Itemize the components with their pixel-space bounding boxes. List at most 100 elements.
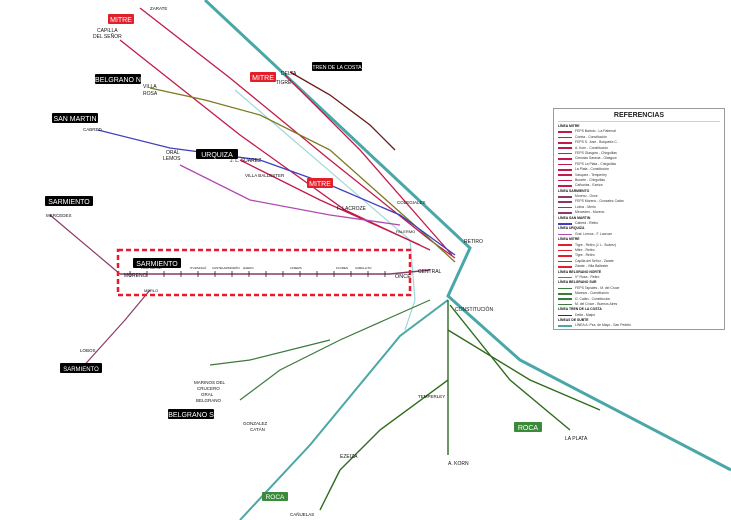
legend-section-header: LÍNEA BELGRANO NORTE: [558, 270, 720, 275]
legend-item-label: Zárate - Villa Ballester: [575, 264, 609, 269]
legend-swatch: [558, 169, 572, 171]
legend-item-label: Mitre - Retiro: [575, 247, 595, 252]
legend-item-label: Tigre - Retiro: [575, 253, 595, 258]
legend-item-label: Capilla del Señor - Zárate: [575, 258, 614, 263]
sarmiento-badge-3: SARMIENTO: [60, 363, 102, 373]
legend-item-label: Burarte - Chirguillas: [575, 177, 605, 182]
station-liniers: LINIERS: [290, 266, 302, 270]
belgrano-s-badge: BELGRANO S: [168, 409, 214, 419]
station-jl-suarez: J. L. SUAREZ: [230, 158, 261, 164]
legend-item-label: A. Korn - Constitución: [575, 145, 608, 150]
legend-section-header: LÍNEA MITRE: [558, 237, 720, 242]
legend-swatch: [558, 255, 572, 257]
roca-badge-1: ROCA: [514, 422, 542, 432]
legend-item: LÍNEA B: L. N. Alem - Juan M. de Rosas: [558, 329, 720, 330]
legend-item: Zárate - Villa Ballester: [558, 264, 720, 269]
legend-item-label: LÍNEA A: Pza. de Mayo - San Pedrito: [575, 323, 631, 328]
station-villa-rosa-2: ROSA: [143, 91, 158, 97]
legend-swatch: [558, 303, 572, 306]
legend-item: Delta - Maipú: [558, 313, 720, 318]
station-gonzalez-catan: GONZALEZ: [243, 421, 268, 426]
mitre-badge-3-text: MITRE: [309, 181, 331, 188]
legend-swatch: [558, 314, 572, 317]
station-constitucion: CONSTITUCIÓN: [455, 306, 493, 313]
legend-item: Lobos - Merlo: [558, 205, 720, 210]
legend-item-label: LÍNEAS DE SUBTE: [558, 318, 589, 323]
sarmiento-lobos-branch: [79, 289, 151, 371]
mitre-badge-2-text: MITRE: [252, 75, 274, 82]
legend-section-header: LÍNEAS DE SUBTE: [558, 318, 720, 323]
mitre-badge-3: MITRE: [307, 178, 333, 188]
legend-item-label: Cañuelas - Ezeiza: [575, 183, 603, 188]
legend-item-label: Cabred - Retiro: [575, 221, 599, 226]
legend-item-label: LÍNEA BELGRANO SUR: [558, 280, 597, 285]
sarmiento-station-ticks: [129, 271, 386, 277]
legend-item-label: Delta - Maipú: [575, 312, 596, 317]
san-martin-badge: SAN MARTIN: [52, 113, 98, 123]
legend-item: Capilla del Señor - Zárate: [558, 259, 720, 264]
legend-item: Burarte - Chirguillas: [558, 178, 720, 183]
legend-item-label: Lobos - Merlo: [575, 204, 596, 209]
legend-item-label: M. del Cruce - Buenos Aires: [575, 301, 618, 306]
roca-line-group: [319, 300, 601, 511]
av-general-paz-line: [234, 89, 416, 331]
legend-item-label: Vásquez - Temperley: [575, 172, 607, 177]
legend-item: FEPS Moreno - Gonzalez Catán: [558, 199, 720, 204]
tren-costa-line: [289, 71, 396, 151]
legend-item-label: Coreta - Constitución: [575, 134, 607, 139]
legend-swatch: [558, 298, 572, 300]
station-marinos: MARINOS DEL: [194, 380, 226, 385]
legend-item-label: FEPS Tapiales - M. del Cruce: [575, 285, 620, 290]
station-temperley: TEMPERLEY: [418, 394, 445, 399]
legend-swatch: [558, 142, 572, 144]
station-villa-rosa: VILLA: [143, 84, 157, 90]
legend-item: FEPS Bartolo - La Paternal: [558, 129, 720, 134]
station-castelar: CASTELAR: [212, 266, 229, 270]
station-la-plata: LA PLATA: [565, 436, 588, 442]
legend-swatch: [558, 222, 572, 225]
legend-item-label: LÍNEA SAN MARTIN: [558, 215, 591, 220]
legend-title: REFERENCIAS: [558, 109, 720, 122]
station-retiro: RETIRO: [464, 239, 483, 245]
roca-badge-2-text: ROCA: [266, 494, 285, 501]
belgrano-s-badge-text: BELGRANO S: [168, 412, 214, 419]
station-delta: DELTA: [281, 71, 297, 77]
legend-item-label: FEPS La Plata - Chirguillas: [575, 161, 617, 166]
roca-glew-branch: [447, 329, 601, 411]
legend-swatch: [558, 266, 572, 268]
legend-section-header: LÍNEA MITRE: [558, 124, 720, 129]
station-merlo: MERLO: [144, 288, 158, 293]
urquiza-badge: URQUIZA: [196, 149, 238, 159]
mitre-badge-1: MITRE: [108, 14, 134, 24]
station-canuelas: CAÑUELAS: [290, 511, 314, 517]
legend-swatch: [558, 233, 572, 236]
sarmiento-badge-3-text: SARMIENTO: [63, 367, 99, 373]
legend-item-label: Marinos - Constitución: [575, 291, 609, 296]
legend-section-header: LÍNEA URQUIZA: [558, 226, 720, 231]
legend-swatch: [558, 206, 572, 209]
legend-item-label: Tigre - Retiro (J. L. Suárez): [575, 242, 616, 247]
sarmiento-badge-1: SARMIENTO: [45, 196, 93, 206]
station-marinos-2: CRUCERO: [197, 386, 220, 391]
station-labels: ZARATE CAPILLA DEL SEÑOR DELTA TIGRE VIL…: [46, 6, 588, 517]
legend-swatch: [558, 260, 572, 263]
station-a-korn: A. KORN: [448, 461, 469, 467]
legend-item: Gral. Lemos - F. Lacroze: [558, 232, 720, 237]
san-martin-badge-text: SAN MARTIN: [53, 116, 96, 123]
tren-costa-badge: TREN DE LA COSTA: [312, 62, 362, 71]
belgrano-n-badge: BELGRANO N: [95, 74, 141, 84]
legend-swatch: [558, 201, 572, 203]
legend-item: Mercedes - Moreno: [558, 210, 720, 215]
legend-swatch: [558, 212, 572, 214]
station-ituzaingo: ITUZAINGÓ: [190, 265, 207, 270]
urquiza-badge-text: URQUIZA: [201, 152, 233, 159]
sarmiento-badge-2: SARMIENTO: [133, 258, 181, 268]
legend-section-header: LÍNEA SARMIENTO: [558, 189, 720, 194]
station-gonzalez-catan-2: CATÁN: [250, 426, 265, 432]
belgrano-sur-marinos-branch: [209, 339, 331, 366]
station-marinos-3: GRAL: [201, 392, 214, 397]
legend-item-label: FEPS Glasgow - Chirguillas: [575, 150, 617, 155]
legend-swatch: [558, 136, 572, 139]
legend-swatch: [558, 276, 572, 279]
